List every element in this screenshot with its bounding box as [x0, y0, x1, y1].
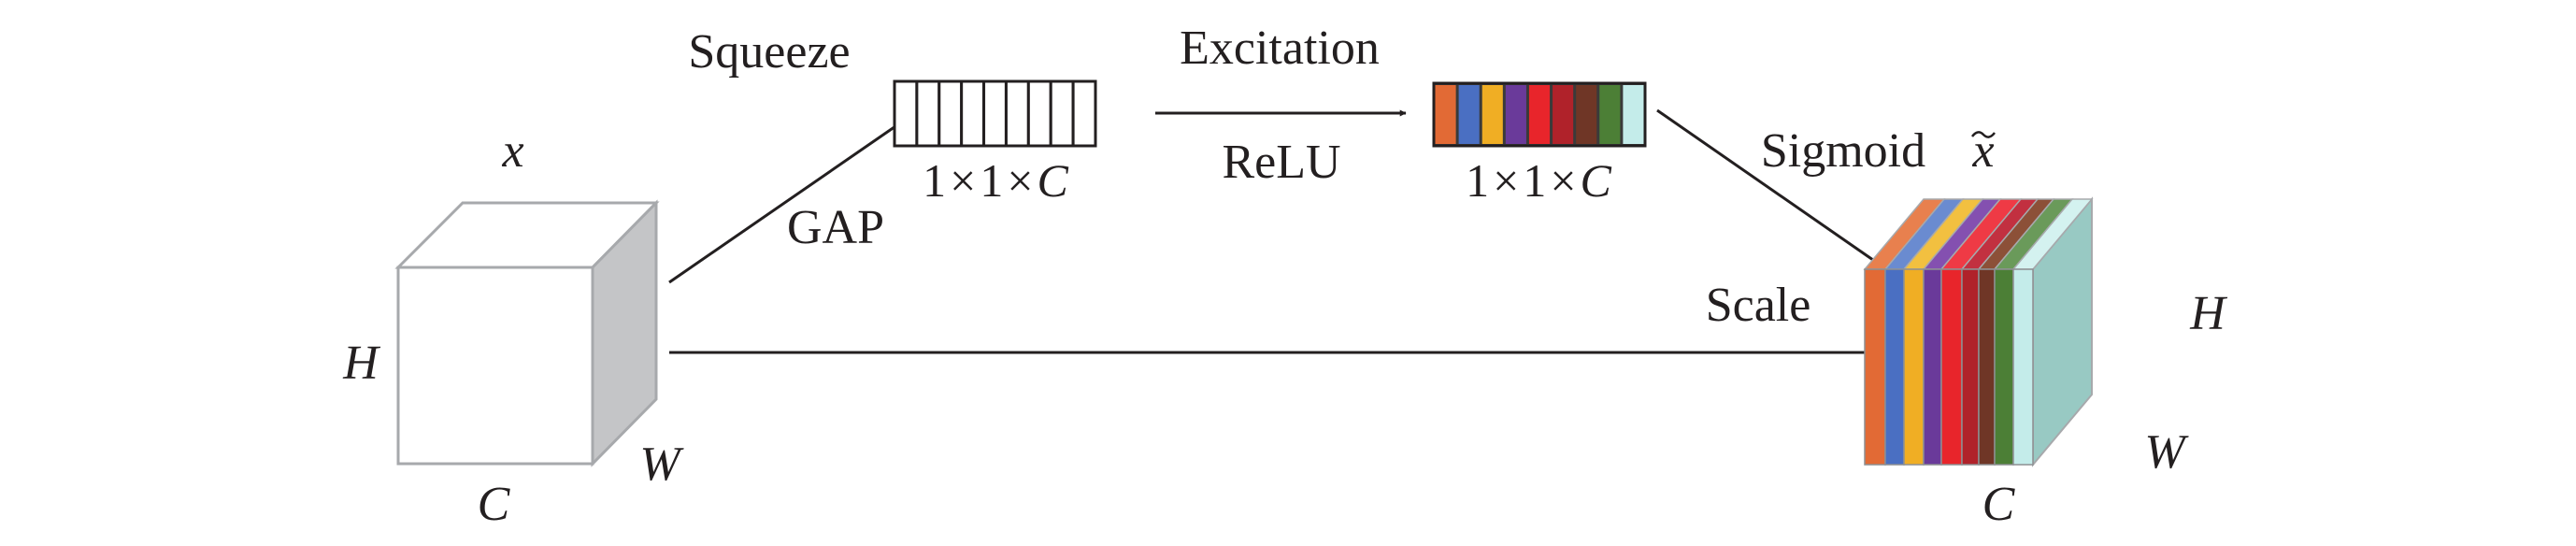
sigmoid-arrow [1656, 108, 1883, 268]
squeeze-vector-cell [1026, 79, 1052, 148]
input-channel-label: C [478, 478, 511, 531]
input-tensor-cube [394, 199, 660, 467]
dim-times: × [1493, 154, 1519, 207]
squeeze-vector [893, 79, 1097, 148]
output-tensor-symbol: x [1971, 124, 1996, 178]
excitation-label: Excitation [1180, 22, 1380, 75]
output-slice-front [1994, 268, 2014, 466]
squeeze-vector-cell [1049, 79, 1075, 148]
squeeze-vector-cell [1071, 79, 1097, 148]
output-slice-front [2012, 268, 2034, 466]
excitation-vector-cell [1576, 85, 1597, 144]
excitation-vector-cell [1481, 85, 1503, 144]
output-slice-front [1940, 268, 1963, 466]
excitation-vector-cell [1528, 85, 1551, 144]
squeeze-label: Squeeze [688, 25, 850, 79]
squeeze-vector-cell [982, 79, 1008, 148]
output-width-label: W [2144, 425, 2189, 479]
sigmoid-label: Sigmoid [1761, 124, 1925, 178]
input-width-label: W [639, 438, 684, 491]
excitation-vector-cell [1458, 85, 1480, 144]
output-tensor-cube [1863, 196, 2094, 467]
excitation-vector-cell [1553, 85, 1574, 144]
output-slice-front [1978, 268, 1996, 466]
squeeze-vector-cell [1004, 79, 1030, 148]
output-slice-front [1903, 268, 1925, 466]
excitation-vector-dims: 1×1×C [1466, 154, 1611, 207]
dim-1: 1 [1466, 154, 1489, 207]
input-cube-front-face [396, 266, 594, 466]
squeeze-vector-cell [915, 79, 941, 148]
input-height-label: H [342, 337, 380, 390]
output-height-label: H [2189, 287, 2227, 340]
dim-times: × [950, 154, 976, 207]
output-slice-front [1864, 268, 1886, 466]
relu-label: ReLU [1222, 136, 1340, 189]
output-channel-label: C [1982, 478, 2016, 531]
squeeze-vector-cell [893, 79, 919, 148]
excitation-vector [1432, 81, 1647, 148]
dim-c: C [1581, 154, 1612, 207]
input-tensor-symbol: x [501, 124, 523, 178]
gap-arrow [668, 121, 902, 284]
excitation-vector-cell [1505, 85, 1526, 144]
dim-1: 1 [1523, 154, 1546, 207]
output-slice-front [1884, 268, 1905, 466]
squeeze-vector-dims: 1×1×C [923, 154, 1068, 207]
dim-times: × [1007, 154, 1033, 207]
tilde-accent [1971, 131, 1996, 138]
output-slice-front [1923, 268, 1942, 466]
gap-label: GAP [787, 201, 884, 254]
squeeze-vector-cell [937, 79, 964, 148]
excitation-vector-cell [1599, 85, 1621, 144]
dim-c: C [1038, 154, 1069, 207]
dim-times: × [1550, 154, 1576, 207]
dim-1: 1 [923, 154, 946, 207]
output-slice-front [1961, 268, 1980, 466]
excitation-vector-cell [1435, 85, 1456, 144]
dim-1: 1 [980, 154, 1003, 207]
excitation-vector-cell [1623, 85, 1644, 144]
squeeze-vector-cell [960, 79, 986, 148]
scale-label: Scale [1706, 279, 1811, 332]
